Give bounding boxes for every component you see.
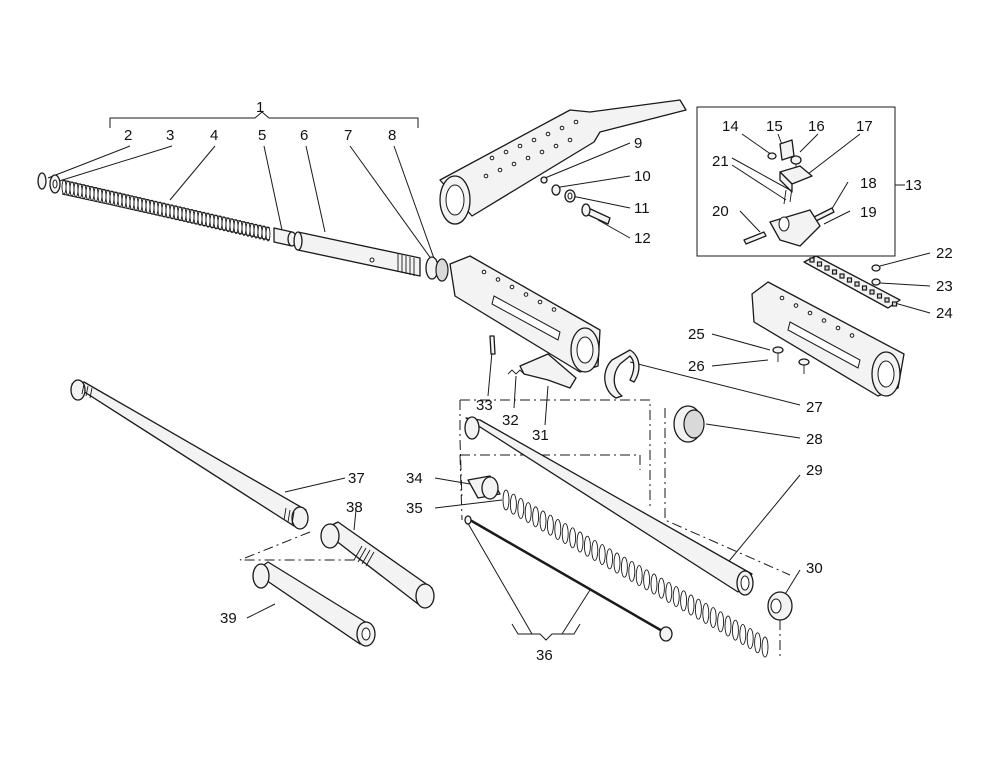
part-23-nut xyxy=(871,278,881,286)
callout-13: 13 xyxy=(905,177,922,194)
part-26-screw xyxy=(798,358,810,374)
part-2-snap-ring xyxy=(37,172,47,190)
part-19-base xyxy=(769,209,821,247)
callout-12: 12 xyxy=(634,230,651,247)
callout-26: 26 xyxy=(688,358,705,375)
callout-4: 4 xyxy=(210,127,218,144)
part-9-ring xyxy=(540,176,548,184)
callout-39: 39 xyxy=(220,610,237,627)
callout-32: 32 xyxy=(502,412,519,429)
callout-29: 29 xyxy=(806,462,823,479)
part-28-cap xyxy=(673,405,705,443)
callout-15: 15 xyxy=(766,118,783,135)
main-frame-part xyxy=(449,255,601,373)
callout-38: 38 xyxy=(346,499,363,516)
callout-36: 36 xyxy=(536,647,553,664)
part-6-tube xyxy=(293,231,421,277)
callout-8: 8 xyxy=(388,127,396,144)
part-20-bolt xyxy=(743,231,767,245)
part-14-screw xyxy=(767,152,777,160)
part-10-washer xyxy=(551,184,561,196)
part-37-tube xyxy=(70,379,309,530)
part-25-screw xyxy=(772,346,784,362)
callout-35: 35 xyxy=(406,500,423,517)
part-39-tube xyxy=(252,561,376,647)
part-29-barrel xyxy=(464,416,754,596)
part-24-rail xyxy=(803,255,901,309)
part-32-spring xyxy=(507,369,525,375)
part-36-rod xyxy=(464,515,673,642)
callout-30: 30 xyxy=(806,560,823,577)
callout-33: 33 xyxy=(476,397,493,414)
part-22-screw xyxy=(871,264,881,272)
callout-23: 23 xyxy=(936,278,953,295)
callout-28: 28 xyxy=(806,431,823,448)
part-11-washer xyxy=(564,189,576,203)
part-21-pins xyxy=(783,187,793,205)
callout-3: 3 xyxy=(166,127,174,144)
callout-17: 17 xyxy=(856,118,873,135)
callout-34: 34 xyxy=(406,470,423,487)
callout-27: 27 xyxy=(806,399,823,416)
callout-7: 7 xyxy=(344,127,352,144)
callout-1: 1 xyxy=(256,99,264,116)
part-4-spring xyxy=(61,179,271,242)
part-3-washer xyxy=(49,174,61,194)
callout-18: 18 xyxy=(860,175,877,192)
part-5-bushing xyxy=(273,227,297,247)
callout-9: 9 xyxy=(634,135,642,152)
part-8-ring xyxy=(435,258,449,282)
right-frame-part xyxy=(751,281,905,397)
callout-14: 14 xyxy=(722,118,739,135)
callout-6: 6 xyxy=(300,127,308,144)
callout-21: 21 xyxy=(712,153,729,170)
callout-2: 2 xyxy=(124,127,132,144)
leader-lines xyxy=(47,106,931,660)
callout-19: 19 xyxy=(860,204,877,221)
part-33-pin xyxy=(489,335,496,355)
callout-5: 5 xyxy=(258,127,266,144)
part-16-screw xyxy=(790,155,802,172)
part-35-spring xyxy=(502,489,769,658)
upper-frame-part xyxy=(439,99,687,225)
callout-22: 22 xyxy=(936,245,953,262)
callout-37: 37 xyxy=(348,470,365,487)
callout-31: 31 xyxy=(532,427,549,444)
part-30-end-cap xyxy=(767,591,793,621)
callout-labels: 1 2 3 4 5 6 7 8 9 10 11 12 13 14 15 16 1… xyxy=(124,99,953,664)
part-12-pin xyxy=(581,203,611,225)
callout-16: 16 xyxy=(808,118,825,135)
callout-20: 20 xyxy=(712,203,729,220)
callout-11: 11 xyxy=(634,200,650,217)
part-38-tube xyxy=(320,521,435,609)
part-34-bushing xyxy=(467,475,501,500)
part-17-block xyxy=(779,165,813,193)
callout-10: 10 xyxy=(634,168,651,185)
callout-25: 25 xyxy=(688,326,705,343)
part-27-guard xyxy=(604,349,640,399)
callout-24: 24 xyxy=(936,305,953,322)
